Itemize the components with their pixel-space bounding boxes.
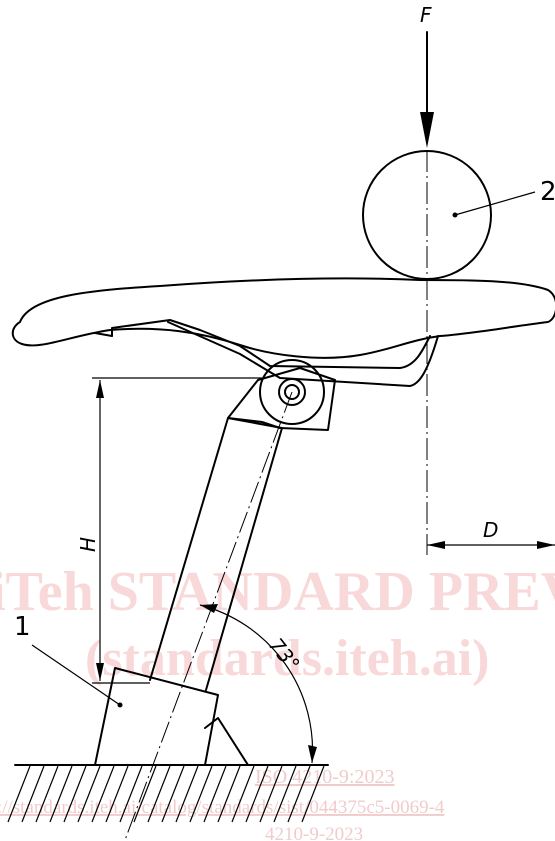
angle-arrow-start xyxy=(200,604,218,613)
height-arrow-top xyxy=(96,380,104,398)
angle-arc xyxy=(199,604,314,764)
seat-post xyxy=(124,391,293,841)
ground-hatch-line xyxy=(259,765,283,823)
ground-hatch-line xyxy=(77,765,101,823)
watermark-line-4[interactable]: https://standards.iteh.ai/catalog/standa… xyxy=(0,797,445,818)
ground-hatch-line xyxy=(91,765,115,823)
watermark-line-3[interactable]: ISO 4210-9:2023 xyxy=(255,766,394,788)
ground-hatch-line xyxy=(35,765,59,823)
seat-post-top-edge xyxy=(227,417,283,429)
saddle-rail xyxy=(111,319,431,369)
item-2-leader xyxy=(454,191,536,216)
watermark: iTeh STANDARD PREVIEW (standards.iteh.ai… xyxy=(0,561,555,841)
seat-clamp xyxy=(227,359,336,431)
base-wedge xyxy=(204,717,249,766)
clamp-bolt-core xyxy=(284,384,300,400)
watermark-line-1: iTeh STANDARD PREVIEW xyxy=(0,561,555,623)
item-2-number: 2 xyxy=(540,177,555,207)
ground-hatch-line xyxy=(7,765,31,823)
force-label: F xyxy=(420,3,432,27)
ground-hatch-line xyxy=(147,765,171,823)
clamp-outer-circle xyxy=(259,359,325,425)
distance-arrow-right xyxy=(537,541,555,549)
distance-dimension xyxy=(427,541,555,549)
load-pad xyxy=(362,150,536,280)
ground-hatch-line xyxy=(287,765,311,823)
ground-hatch-line xyxy=(105,765,129,823)
ground-hatch-line xyxy=(301,765,325,823)
ground-hatch-line xyxy=(21,765,45,823)
clamp-bolt-head xyxy=(278,378,306,406)
ground-hatch-line xyxy=(189,765,213,823)
force-arrow xyxy=(420,31,434,148)
height-label: H xyxy=(76,537,100,552)
seat-post-left-edge xyxy=(149,417,229,681)
item-1-number: 1 xyxy=(14,612,31,642)
distance-label: D xyxy=(483,518,498,542)
ground-hatch-line xyxy=(161,765,185,823)
watermark-line-5[interactable]: 4210-9-2023 xyxy=(265,824,363,841)
ground xyxy=(7,764,329,823)
distance-arrow-left xyxy=(427,541,445,549)
ground-hatch-line xyxy=(217,765,241,823)
force-arrow-head xyxy=(420,112,434,148)
ground-hatch-line xyxy=(63,765,87,823)
saddle-rail-lower xyxy=(167,321,439,387)
seat-post-right-edge xyxy=(205,427,283,691)
ground-hatch-line xyxy=(273,765,297,823)
ground-hatch-line xyxy=(119,765,143,823)
ground-hatch-line xyxy=(133,765,157,823)
ground-hatch-line xyxy=(175,765,199,823)
angle-dimension xyxy=(199,604,317,764)
ground-hatch-line xyxy=(231,765,255,823)
ground-hatch-line xyxy=(203,765,227,823)
saddle-rail-rear xyxy=(94,332,113,337)
ground-hatching xyxy=(7,765,325,823)
angle-arrow-end xyxy=(308,745,317,763)
item-1-leader xyxy=(31,644,121,706)
ground-hatch-line xyxy=(49,765,73,823)
load-pad-circle xyxy=(362,150,492,280)
height-arrow-bottom xyxy=(96,663,104,681)
saddle-top-outline xyxy=(11,277,555,359)
ground-hatch-line xyxy=(245,765,269,823)
saddle xyxy=(11,277,555,387)
height-dimension xyxy=(92,377,262,684)
clamp-body xyxy=(227,367,336,431)
